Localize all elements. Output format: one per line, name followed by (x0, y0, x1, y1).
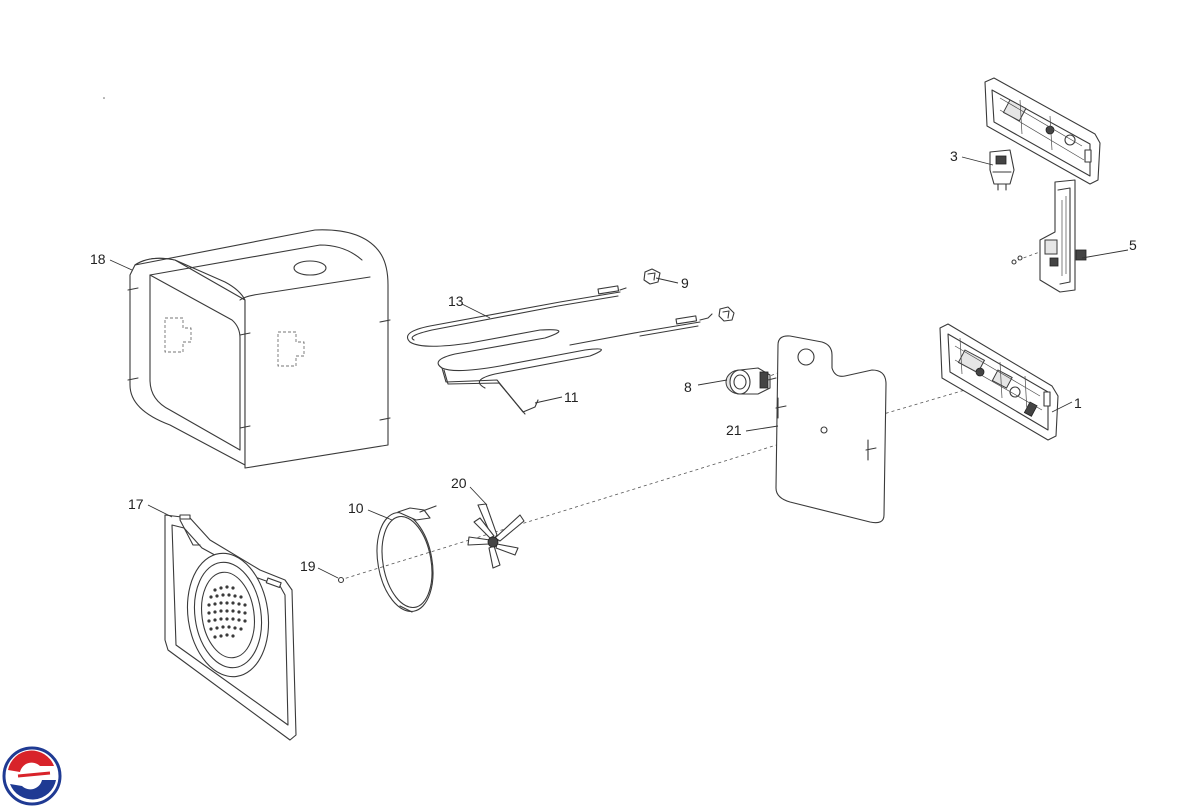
part-20-fan-blade (467, 503, 525, 569)
assembly-axis-lines (339, 249, 1046, 581)
upper-control-board (984, 77, 1101, 185)
callout-5: 5 (1129, 237, 1137, 253)
clip-lower (718, 306, 735, 322)
callout-3: 3 (950, 148, 958, 164)
callout-13: 13 (448, 293, 464, 309)
callout-9: 9 (681, 275, 689, 291)
callout-11: 11 (564, 389, 579, 405)
callout-10: 10 (348, 500, 364, 516)
callout-numbers: 1 3 5 8 9 10 11 13 17 18 19 20 21 (90, 148, 1137, 574)
part-1-control-board (939, 323, 1059, 441)
part-21-cover-plate (775, 335, 887, 524)
callout-leaders (109, 156, 1129, 579)
callout-18: 18 (90, 251, 106, 267)
part-10-circular-element (376, 505, 437, 613)
part-8-fan-motor (725, 367, 777, 395)
part-3-relay (989, 149, 1015, 191)
part-19-screw (337, 576, 345, 584)
part-5-connector (1011, 249, 1087, 265)
callout-8: 8 (684, 379, 692, 395)
callout-19: 19 (300, 558, 316, 574)
part-17-back-panel (164, 514, 297, 741)
callout-1: 1 (1074, 395, 1082, 411)
callout-20: 20 (451, 475, 467, 491)
lower-sub-board (1039, 179, 1076, 293)
callout-17: 17 (128, 496, 144, 512)
part-11-wire-bracket (441, 367, 539, 415)
callout-21: 21 (726, 422, 742, 438)
part-9-clip (643, 268, 661, 285)
vent-holes (207, 585, 247, 639)
part-13-grill-element (406, 285, 713, 389)
part-18-oven-cavity (127, 229, 391, 469)
brand-logo-icon (2, 746, 62, 806)
